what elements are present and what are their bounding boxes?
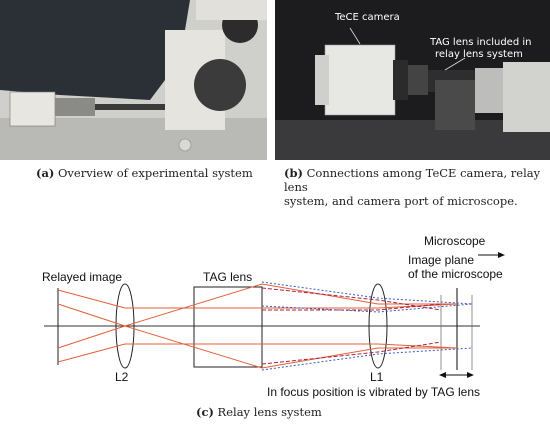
vibration-arrow-left-icon [439,372,446,378]
l2-label: L2 [115,370,129,384]
lens-l2 [115,283,135,369]
lens-l1 [368,283,388,369]
camera-photo-label: TeCE camera [335,12,400,23]
caption-c-text: Relay lens system [217,405,322,419]
caption-b: (b) Connections among TeCE camera, relay… [284,166,546,208]
ray-dashed-blue-1 [261,281,473,305]
ray-dashed-blue-3 [261,303,473,313]
caption-b-label: (b) [284,166,303,180]
caption-a-label: (a) [36,166,55,180]
caption-a-text: Overview of experimental system [58,166,253,180]
photo-experimental-system [0,0,267,160]
caption-c: (c) Relay lens system [196,405,396,419]
photo-camera-connections: TeCE camera TAG lens included in relay l… [275,0,550,160]
ray-solid-3 [57,283,457,349]
relayed-image-label: Relayed image [42,270,122,284]
tag-lens-box [193,286,263,368]
ray-dashed-red-2 [261,341,442,365]
caption-c-label: (c) [196,405,214,419]
photo-a-illustration [0,0,267,160]
dashed-red-rays [261,287,442,365]
caption-b-text-line1: Connections among TeCE camera, relay len… [284,166,541,194]
relay-lens-diagram: Microscope Image plane of the microscope… [42,234,505,399]
tag-lens-label: TAG lens [203,270,252,284]
microscope-label: Microscope [424,234,486,248]
photo-b-illustration [275,0,550,160]
l1-label: L1 [370,370,384,384]
ray-dashed-blue-2 [261,347,473,371]
focus-note-label: In focus position is vibrated by TAG len… [267,385,480,399]
ray-dashed-red-3 [262,303,442,311]
image-plane-label-line1: Image plane [408,253,474,267]
microscope-arrow-icon [498,252,505,258]
caption-b-text-line2: system, and camera port of microscope. [284,194,518,208]
caption-a: (a) Overview of experimental system [36,166,266,180]
ray-solid-4 [57,303,457,369]
tag-lens-photo-label-line1: TAG lens included in [430,37,532,48]
tag-lens-photo-label-line2: relay lens system [435,49,523,60]
vibration-arrow-right-icon [467,372,474,378]
image-plane-label-line2: of the microscope [408,267,503,281]
dashed-blue-rays [261,281,473,371]
ray-dashed-red-1 [261,287,442,311]
